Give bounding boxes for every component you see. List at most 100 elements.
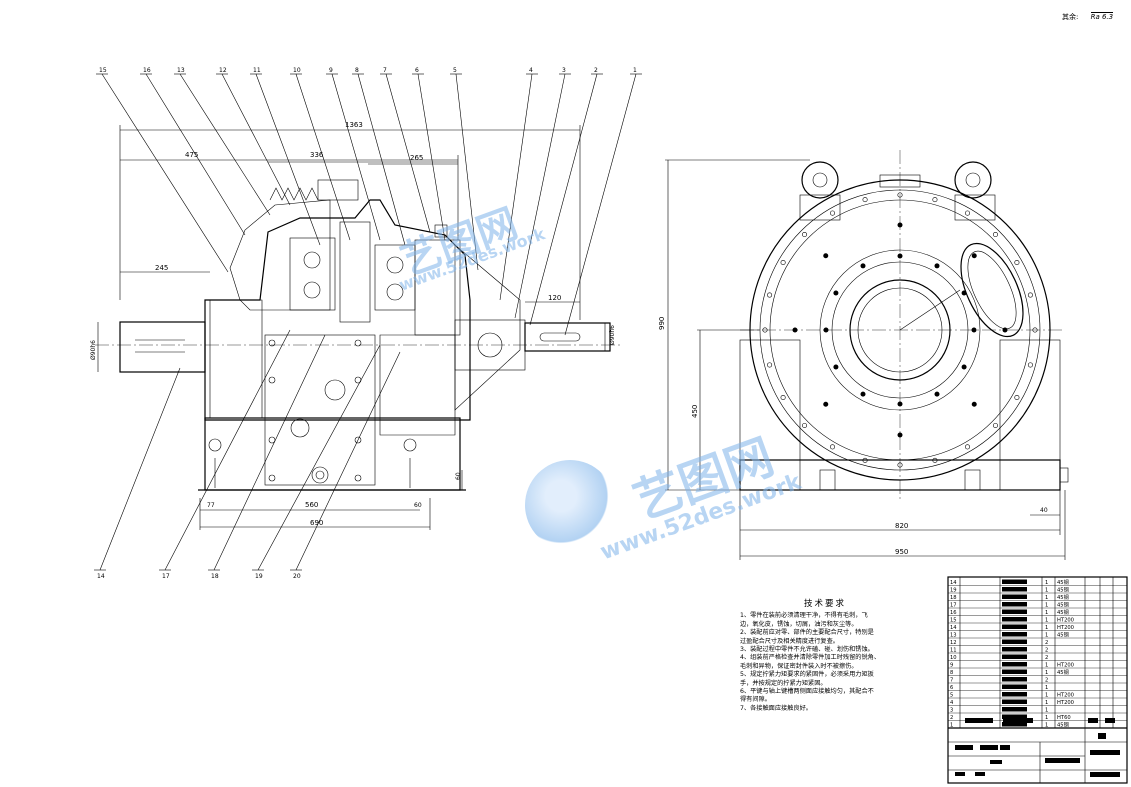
part-balloon: 9 [329, 67, 333, 74]
dim-60: 60 [414, 502, 422, 509]
bom-material: 45钢 [1057, 608, 1069, 616]
bom-no: 10 [950, 655, 957, 661]
bom-name-redacted [1002, 699, 1027, 704]
bom-no: 3 [950, 708, 953, 714]
part-balloon: 20 [293, 573, 301, 580]
bom-name-redacted [1002, 579, 1027, 584]
dim-dia-left: Ø90h6 [90, 340, 97, 360]
bolt-hole [1027, 292, 1033, 298]
bom-name-redacted [1002, 692, 1027, 697]
bolt-hole [829, 210, 835, 216]
part-balloon: 6 [415, 67, 419, 74]
bom-qty: 1 [1045, 610, 1048, 616]
bolt-hole [1027, 362, 1033, 368]
bom-name-redacted [1002, 609, 1027, 614]
bom-qty: 1 [1045, 723, 1048, 729]
bom-name-redacted [1002, 602, 1027, 607]
roughness-note: 其余: Ra 6.3 [1062, 12, 1114, 22]
bom-qty: 1 [1045, 588, 1048, 594]
bom-no: 5 [950, 693, 953, 699]
bom-no: 12 [950, 640, 957, 646]
part-balloon: 12 [219, 67, 227, 74]
bolt-hole [767, 292, 773, 298]
bolt-hole [971, 253, 977, 259]
dim-560: 560 [305, 501, 318, 509]
part-balloon: 4 [529, 67, 533, 74]
dim-40: 40 [1040, 507, 1048, 514]
note-line: 过盈配合尺寸及相关精度进行复查。 [740, 637, 839, 645]
bom-name-redacted [1002, 594, 1027, 599]
part-balloon: 10 [293, 67, 301, 74]
part-balloon: 18 [211, 573, 219, 580]
bom-name-redacted [1002, 669, 1027, 674]
dim-77: 77 [207, 502, 215, 509]
bolt-hole [860, 263, 866, 269]
bolt-hole [767, 362, 773, 368]
dim-dia-right: Ø90h6 [609, 325, 616, 345]
bom-material: HT60 [1057, 715, 1071, 721]
bom-name-redacted [1002, 632, 1027, 637]
bolt-hole [780, 259, 786, 265]
technical-requirements: 技术要求 1、零件在装前必须清理干净，不得有毛刺，飞 边，氧化皮，锈蚀，切屑，油… [740, 600, 910, 713]
watermark-globe-icon [525, 460, 615, 550]
bom-qty: 1 [1045, 625, 1048, 631]
bom-no: 13 [950, 633, 957, 639]
notes-title: 技术要求 [803, 599, 846, 609]
part-balloon: 3 [562, 67, 566, 74]
bom-no: 9 [950, 663, 953, 669]
note-line: 4、组装前严格检查并清除零件加工时残留的锐角、 [740, 654, 881, 662]
bom-qty: 1 [1045, 700, 1048, 706]
part-balloon: 13 [177, 67, 185, 74]
bom-qty: 2 [1045, 640, 1048, 646]
part-balloon: 7 [383, 67, 387, 74]
dim-60-v: 60 [455, 472, 462, 480]
bom-qty: 1 [1045, 663, 1048, 669]
note-line: 1、零件在装前必须清理干净，不得有毛刺，飞 [740, 612, 868, 620]
bom-qty: 1 [1045, 580, 1048, 586]
bolt-hole [1014, 259, 1020, 265]
bom-qty: 1 [1045, 633, 1048, 639]
bom-material: 45钢 [1057, 586, 1069, 594]
bolt-hole [829, 444, 835, 450]
dim-990: 990 [658, 317, 666, 330]
bolt-hole [802, 232, 808, 238]
bom-name-redacted [1002, 722, 1027, 727]
bom-name-redacted [1002, 654, 1027, 659]
part-balloon: 8 [355, 67, 359, 74]
part-balloon: 15 [99, 67, 107, 74]
bolt-hole [802, 422, 808, 428]
bom-no: 4 [950, 700, 954, 706]
dim-690: 690 [310, 519, 323, 527]
dim-245: 245 [155, 264, 168, 272]
note-line: 7、各接触面应接触良好。 [740, 704, 812, 712]
bom-qty: 1 [1045, 670, 1048, 676]
bom-material: HT200 [1057, 700, 1074, 706]
bolt-hole [862, 457, 868, 463]
bolt-hole [961, 290, 967, 296]
part-balloon: 1 [633, 67, 637, 74]
bom-material: 45钢 [1057, 578, 1069, 586]
dim-336: 336 [310, 151, 324, 159]
bolt-hole [932, 197, 938, 203]
bolt-hole [964, 444, 970, 450]
bom-qty: 1 [1045, 715, 1048, 721]
bolt-hole [862, 197, 868, 203]
bolt-hole [964, 210, 970, 216]
bolt-hole [1014, 394, 1020, 400]
bom-material: HT200 [1057, 693, 1074, 699]
bolt-hole [992, 232, 998, 238]
bom-material: 45钢 [1057, 721, 1069, 729]
bolt-hole [860, 391, 866, 397]
part-balloon: 14 [97, 573, 105, 580]
bom-qty: 1 [1045, 685, 1048, 691]
bom-no: 14 [950, 625, 957, 631]
bom-qty: 1 [1045, 708, 1048, 714]
bom-material: 45钢 [1057, 631, 1069, 639]
dim-265: 265 [410, 154, 423, 162]
end-view: 990 450 820 950 40 [658, 150, 1069, 560]
bom-name-redacted [1002, 677, 1027, 682]
bom-no: 17 [950, 603, 957, 609]
bom-no: 8 [950, 670, 953, 676]
dim-overall-length: 1363 [345, 121, 363, 129]
